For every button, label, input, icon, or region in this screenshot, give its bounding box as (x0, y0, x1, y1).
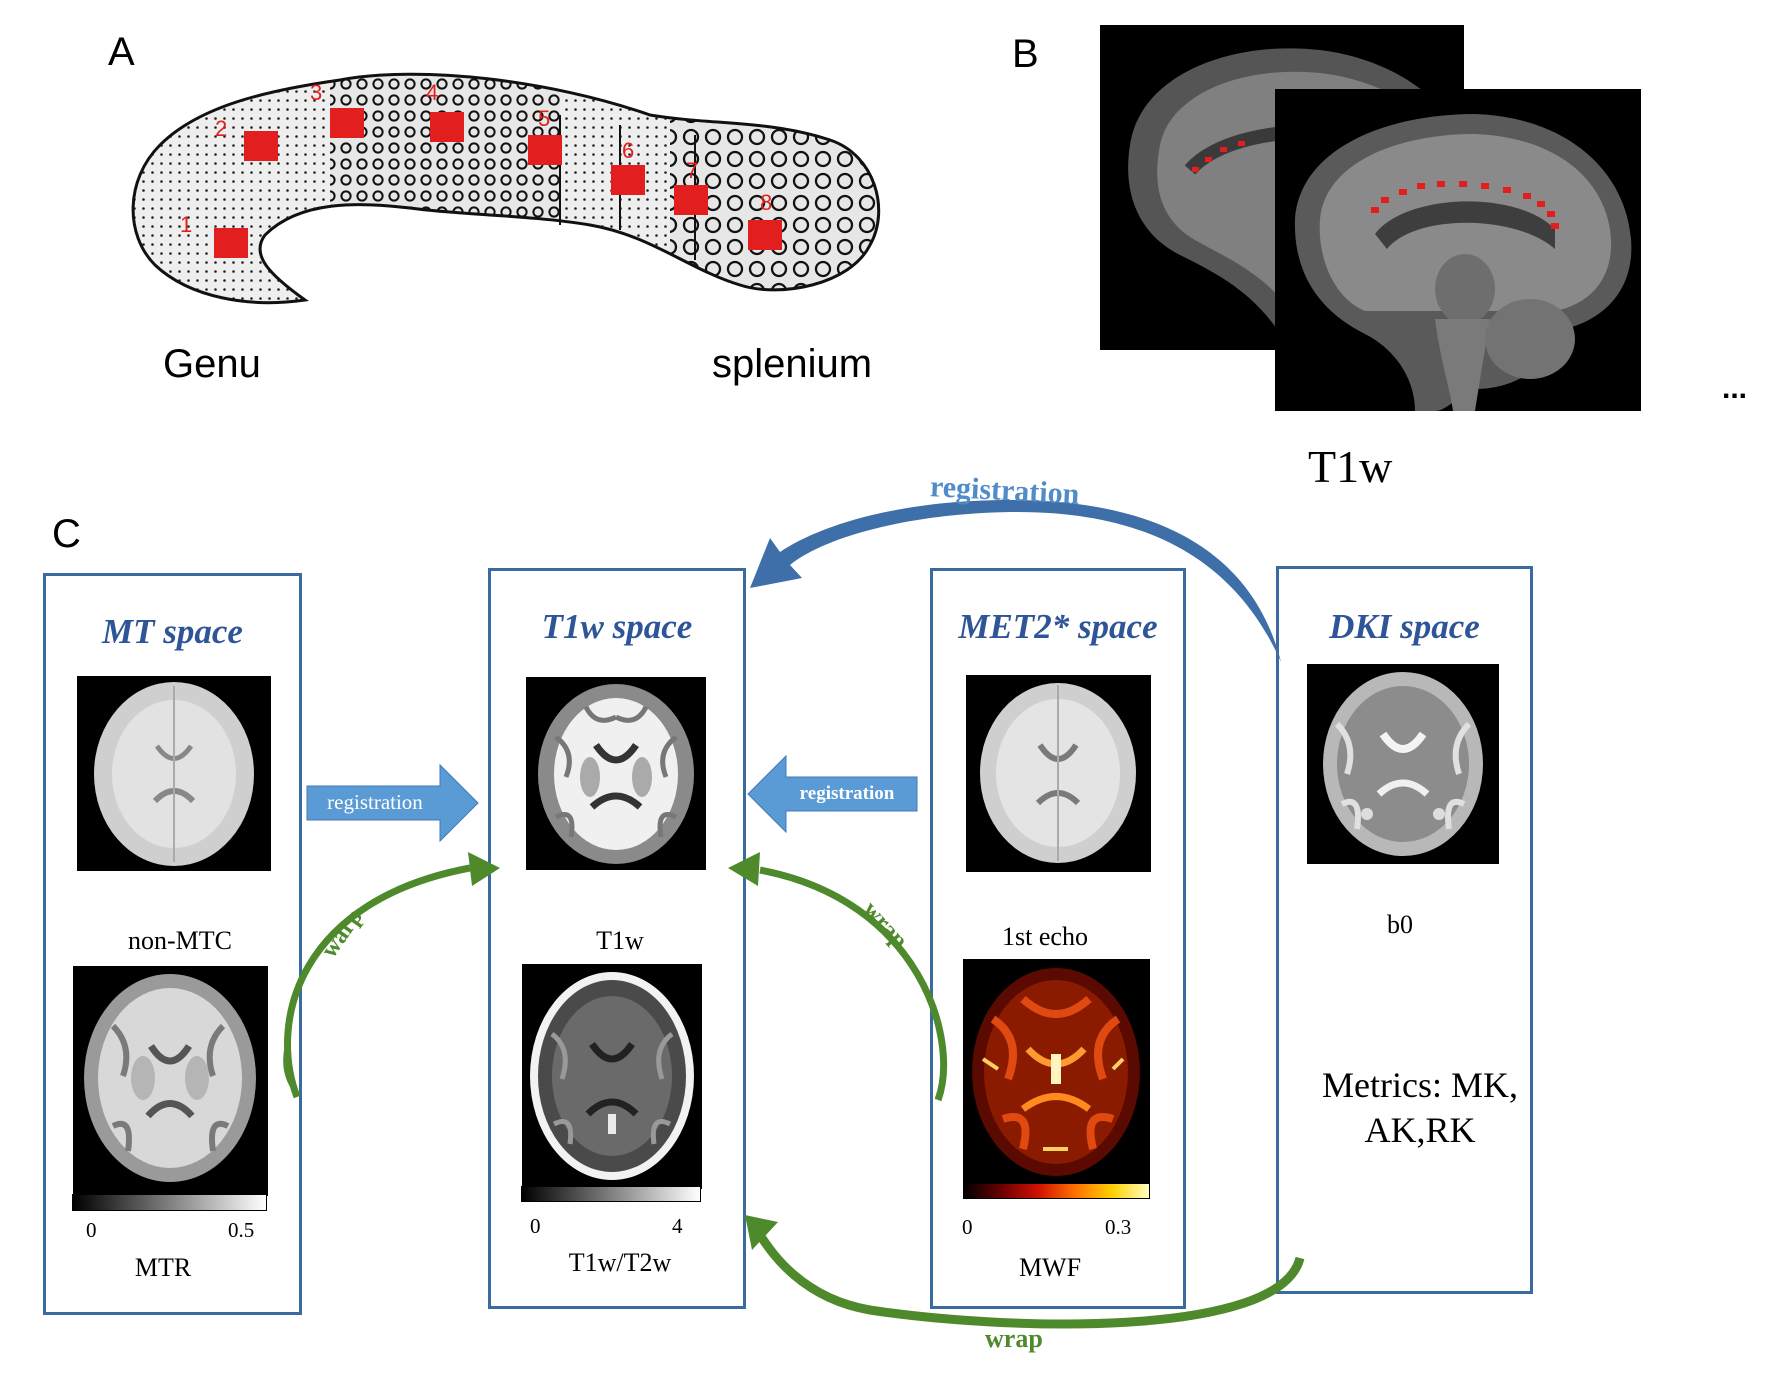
splenium-label: splenium (712, 342, 873, 386)
dki-image1-caption: b0 (1387, 910, 1413, 939)
t1w-t2w-colorbar-max: 4 (672, 1214, 683, 1238)
mwf-colorbar-max: 0.3 (1105, 1215, 1132, 1239)
t1w-t2w-colorbar-min: 0 (530, 1214, 541, 1238)
roi-number-4: 4 (426, 80, 438, 105)
dki-metrics-line1: Metrics: MK, (1322, 1065, 1518, 1105)
panel-b-letter: B (1012, 32, 1039, 76)
panel-b-ellipsis: ... (1722, 372, 1748, 405)
roi-number-8: 8 (760, 190, 772, 215)
mwf-colorbar-min: 0 (962, 1215, 973, 1239)
panel-a-letter: A (108, 30, 135, 74)
met2-to-t1w-arrow-label: registration (799, 783, 895, 804)
t1w-to-mt-curved-arrow (284, 864, 471, 1099)
t1w-to-met2-curved-arrow (759, 866, 948, 1102)
met2-first-echo-image (966, 675, 1151, 872)
t1w-space-title: T1w space (541, 607, 693, 646)
roi-number-7: 7 (686, 158, 698, 183)
sagittal-t1w-image-front (1275, 89, 1641, 411)
roi-number-5: 5 (538, 106, 550, 131)
dki-b0-image (1307, 664, 1499, 864)
dki-metrics-line2: AK,RK (1364, 1110, 1476, 1150)
mtr-colorbar (72, 1194, 267, 1211)
genu-label: Genu (163, 342, 261, 386)
roi-number-6: 6 (622, 138, 634, 163)
dki-to-t1w-bottom-curved-arrow (756, 1232, 1305, 1329)
met2-image1-caption: 1st echo (1002, 922, 1088, 951)
t1w-image1-caption: T1w (596, 926, 644, 955)
met2-to-t1w-block-arrow (747, 754, 918, 834)
panel-c-letter: C (52, 512, 81, 556)
roi-number-1: 1 (180, 212, 192, 237)
mt-to-t1w-block-arrow (306, 763, 479, 843)
t1w-t2w-metric-label: T1w/T2w (568, 1248, 672, 1277)
corpus-callosum-diagram: 1 2 3 4 5 6 7 8 (131, 72, 881, 305)
roi-number-3: 3 (310, 80, 322, 105)
dki-space-title: DKI space (1329, 607, 1480, 646)
mt-to-t1w-arrow-label: registration (327, 790, 423, 814)
mwf-metric-label: MWF (1018, 1253, 1082, 1282)
t1w-t2w-map-image (522, 964, 702, 1189)
met2-space-title: MET2* space (958, 607, 1158, 646)
mt-image1-caption: non-MTC (128, 926, 232, 955)
t1w-image (526, 677, 706, 870)
mtr-map-image (73, 966, 268, 1196)
mtr-metric-label: MTR (134, 1253, 192, 1282)
t1w-t2w-colorbar (521, 1186, 701, 1202)
mwf-map-image (963, 959, 1150, 1186)
mtr-colorbar-max: 0.5 (228, 1218, 255, 1242)
mt-space-title: MT space (102, 612, 243, 651)
mwf-colorbar (963, 1183, 1150, 1199)
dki-to-t1w-curved-arrow (750, 500, 1281, 662)
roi-number-2: 2 (215, 116, 227, 141)
mtr-colorbar-min: 0 (86, 1218, 97, 1242)
panel-b-caption: T1w (1308, 441, 1393, 492)
mt-non-mtc-image (77, 676, 271, 871)
t1w-to-dki-arrow-label: wrap (985, 1324, 1043, 1353)
